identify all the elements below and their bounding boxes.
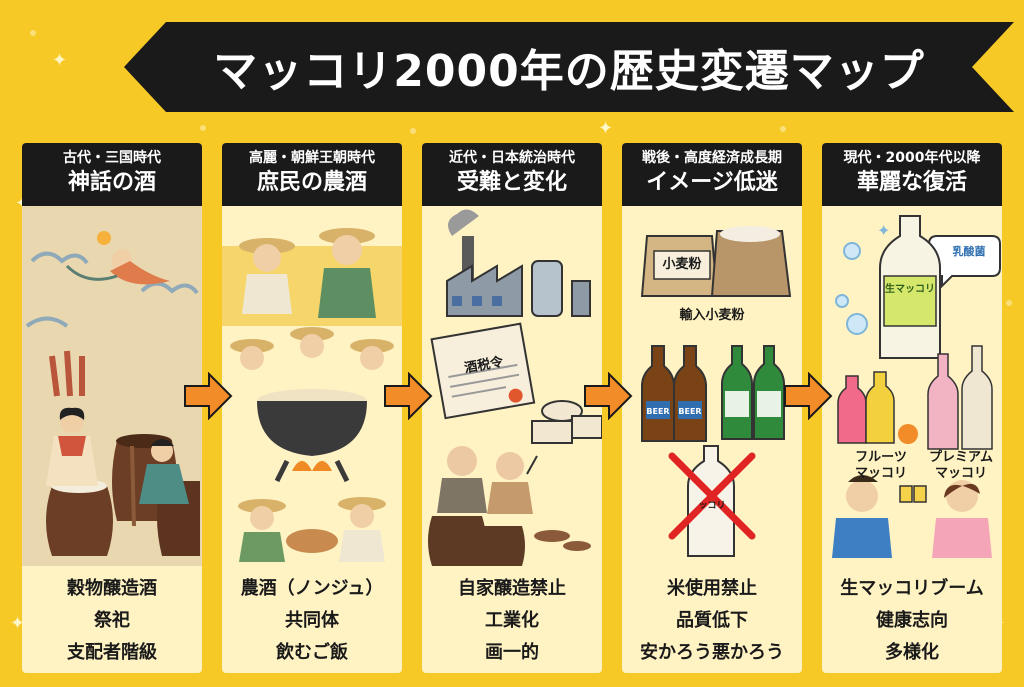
period-point: 品質低下	[676, 610, 748, 631]
period-point: 多様化	[885, 642, 939, 663]
period-era: 戦後・高度経済成長期	[642, 150, 782, 166]
beer-label: BEER	[646, 407, 670, 416]
period-points: 農酒（ノンジュ） 共同体 飲むご飯	[222, 573, 402, 669]
arrow-right-icon	[583, 372, 633, 420]
period-point: 共同体	[285, 610, 339, 631]
period-era: 高麗・朝鮮王朝時代	[249, 150, 375, 166]
period-point: 米使用禁止	[667, 578, 757, 599]
period-header: 近代・日本統治時代 受難と変化	[422, 143, 602, 206]
main-bottle-label: 生マッコリ	[885, 284, 935, 295]
fruit-makgeolli-label: フルーツ マッコリ	[854, 450, 907, 481]
period-era: 現代・2000年代以降	[843, 150, 981, 166]
period-column-present: 現代・2000年代以降 華麗な復活 ✦	[822, 143, 1002, 673]
crossed-bottle-label: ッコリ	[698, 501, 726, 511]
period-point: 健康志向	[876, 610, 948, 631]
period-points: 穀物醸造酒 祭祀 支配者階級	[22, 573, 202, 669]
arrow-right-icon	[183, 372, 233, 420]
postwar-illustration: 小麦粉 輸入小麦粉 BEER BEER ッコリ	[622, 206, 802, 566]
period-point: 生マッコリブーム	[840, 578, 984, 599]
period-header: 戦後・高度経済成長期 イメージ低迷	[622, 143, 802, 206]
period-title: イメージ低迷	[646, 170, 778, 195]
flour-sack-label: 小麦粉	[662, 257, 702, 272]
sparkle-icon: ✦	[10, 613, 26, 634]
svg-text:✦: ✦	[877, 221, 890, 240]
period-title: 神話の酒	[67, 170, 156, 195]
modern-illustration: ✦ 乳酸菌 生マッコリ フルーツ マッコリ プレミアム マッコリ	[822, 206, 1002, 566]
period-era: 古代・三国時代	[63, 150, 161, 166]
dot-decoration	[410, 128, 416, 134]
period-point: 安かろう悪かろう	[640, 642, 784, 663]
flour-caption: 輸入小麦粉	[679, 308, 745, 323]
title-banner	[124, 22, 1014, 112]
period-column-colonial: 近代・日本統治時代 受難と変化	[422, 143, 602, 673]
period-points: 自家醸造禁止 工業化 画一的	[422, 573, 602, 669]
page-title: マッコリ2000年の歴史変遷マップ	[213, 46, 925, 97]
dot-decoration	[200, 125, 206, 131]
period-point: 飲むご飯	[276, 642, 348, 663]
lactic-acid-bubble-label: 乳酸菌	[952, 245, 986, 258]
period-title: 受難と変化	[456, 170, 567, 195]
beer-label: BEER	[678, 407, 702, 416]
period-column-postwar: 戦後・高度経済成長期 イメージ低迷 小麦粉 輸入小麦粉 BEER	[622, 143, 802, 673]
period-points: 生マッコリブーム 健康志向 多様化	[822, 573, 1002, 669]
premium-makgeolli-label: プレミアム マッコリ	[928, 450, 994, 481]
sparkle-icon: ✦	[52, 50, 68, 71]
sparkle-icon: ✦	[598, 118, 614, 139]
period-point: 穀物醸造酒	[67, 578, 157, 599]
period-header: 現代・2000年代以降 華麗な復活	[822, 143, 1002, 206]
mural-illustration	[22, 206, 202, 566]
period-point: 自家醸造禁止	[458, 578, 566, 599]
period-point: 画一的	[485, 642, 539, 663]
period-point: 工業化	[485, 610, 539, 631]
period-header: 高麗・朝鮮王朝時代 庶民の農酒	[222, 143, 402, 206]
arrow-right-icon	[383, 372, 433, 420]
period-era: 近代・日本統治時代	[449, 150, 575, 166]
period-point: 農酒（ノンジュ）	[240, 578, 384, 599]
period-column-ancient: 古代・三国時代 神話の酒	[22, 143, 202, 673]
dot-decoration	[780, 126, 786, 132]
dot-decoration	[30, 30, 36, 36]
period-point: 祭祀	[94, 610, 130, 631]
period-column-joseon: 高麗・朝鮮王朝時代 庶民の農酒	[222, 143, 402, 673]
farmers-illustration	[222, 206, 402, 566]
period-points: 米使用禁止 品質低下 安かろう悪かろう	[622, 573, 802, 669]
period-point: 支配者階級	[67, 642, 157, 663]
period-title: 華麗な復活	[856, 170, 967, 195]
factory-illustration: 酒税令	[422, 206, 602, 566]
arrow-right-icon	[783, 372, 833, 420]
dot-decoration	[1006, 300, 1012, 306]
period-title: 庶民の農酒	[256, 170, 367, 195]
period-header: 古代・三国時代 神話の酒	[22, 143, 202, 206]
